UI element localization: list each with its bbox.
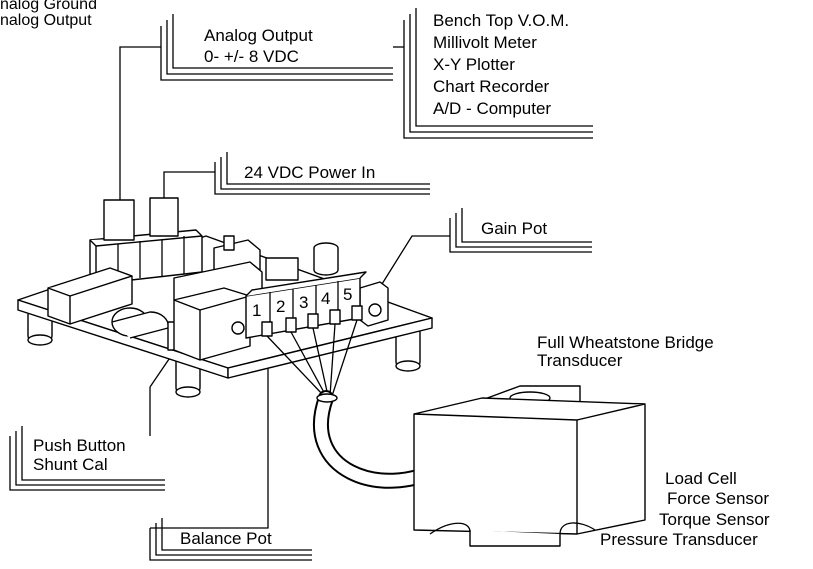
instrument-2: Millivolt Meter [433, 33, 537, 52]
sensor-force: Force Sensor [667, 489, 769, 508]
bridge-wires [266, 319, 358, 397]
terminal-3-label: 3 [299, 293, 308, 312]
instrument-4: Chart Recorder [433, 77, 550, 96]
sensor-pressure: Pressure Transducer [600, 530, 758, 549]
sensor-torque: Torque Sensor [659, 510, 770, 529]
transducer-label-line2: Transducer [537, 351, 623, 370]
push-button-box: Push Button Shunt Cal [9, 426, 165, 491]
push-button-label: Push Button [33, 436, 126, 455]
circuit-board: 1 2 3 4 5 [17, 197, 433, 398]
gain-pot-box: Gain Pot [449, 208, 592, 253]
gain-pot-label: Gain Pot [481, 219, 547, 238]
load-cell [413, 385, 646, 547]
analog-output-pin-label: nalog Output [0, 12, 92, 29]
balance-pot-label: Balance Pot [180, 529, 272, 548]
analog-output-leader [119, 46, 161, 205]
balance-pot-leader [150, 349, 269, 529]
sensor-load-cell: Load Cell [665, 469, 737, 488]
instrument-1: Bench Top V.O.M. [433, 11, 569, 30]
instrument-3: X-Y Plotter [433, 55, 515, 74]
shunt-cal-label: Shunt Cal [33, 455, 108, 474]
power-in-label: 24 VDC Power In [244, 163, 375, 182]
balance-pot [173, 287, 251, 361]
gain-pot [359, 281, 389, 327]
analog-output-range: 0- +/- 8 VDC [204, 47, 299, 66]
gain-pot-leader [376, 235, 450, 293]
analog-ground-label: nalog Ground [0, 0, 97, 13]
terminal-4-label: 4 [321, 289, 330, 308]
terminal-2-label: 2 [276, 297, 285, 316]
analog-output-box: Analog Output 0- +/- 8 VDC [160, 14, 393, 81]
power-in-leader [163, 171, 215, 200]
instrument-5: A/D - Computer [433, 99, 551, 118]
input-terminal-block: 1 2 3 4 5 [245, 271, 367, 339]
analog-output-title: Analog Output [204, 26, 313, 45]
transducer-label-line1: Full Wheatstone Bridge [537, 333, 714, 352]
balance-pot-box: Balance Pot [149, 518, 312, 561]
instruments-box: Bench Top V.O.M. Millivolt Meter X-Y Plo… [403, 8, 593, 139]
terminal-1-label: 1 [252, 301, 261, 320]
terminal-5-label: 5 [343, 285, 352, 304]
power-in-box: 24 VDC Power In [214, 152, 430, 195]
board-edge-right [227, 317, 433, 379]
